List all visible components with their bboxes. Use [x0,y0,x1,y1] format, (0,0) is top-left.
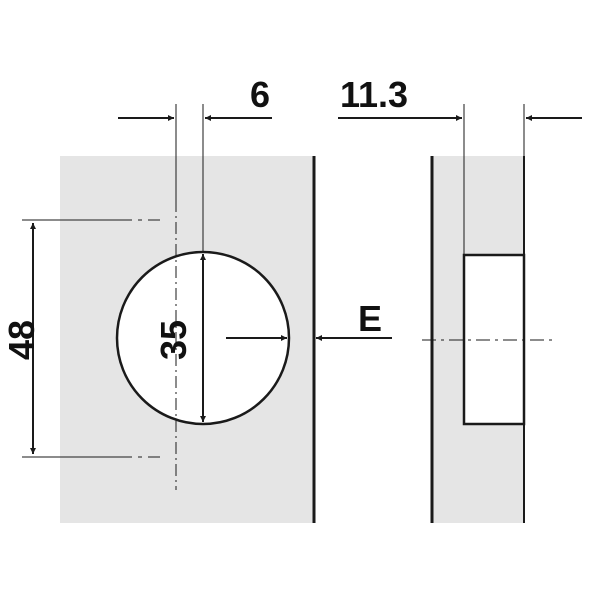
height-label: 48 [1,320,42,360]
edge-label: E [358,298,382,339]
front-view: 6 48 35 E [1,74,392,523]
diameter-label: 35 [153,320,194,360]
thickness-label: 11.3 [340,74,408,115]
offset-label: 6 [250,74,270,115]
side-view: 11.3 [338,74,582,523]
